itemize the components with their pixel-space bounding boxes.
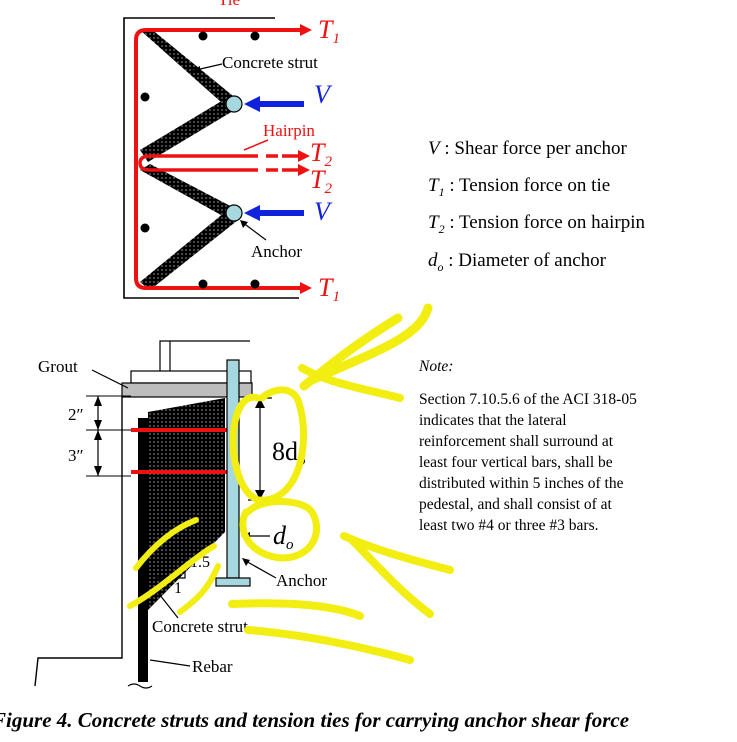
- tie-bar: [134, 28, 300, 290]
- dim-3-label: 3″: [68, 446, 84, 465]
- t1-top-label: T1: [318, 15, 340, 47]
- dim-2-label: 2″: [68, 405, 84, 424]
- note-line: least two #4 or three #3 bars.: [419, 517, 599, 534]
- rebar-label: Rebar: [192, 657, 233, 676]
- bar-dot: [198, 279, 208, 289]
- note-line: distributed within 5 inches of the: [419, 475, 624, 492]
- bar-dot: [140, 92, 150, 102]
- t2-upper-label: T2: [310, 138, 332, 170]
- bar-dot: [250, 279, 260, 289]
- grout-layer: [121, 382, 253, 398]
- anchor-head: [215, 577, 251, 587]
- do-label: do: [273, 521, 294, 553]
- strut-upper-top: [140, 28, 238, 110]
- bar-dot: [140, 223, 150, 233]
- highlighter-annotations: [127, 303, 454, 664]
- t2-lower-arrowhead: [298, 164, 310, 176]
- rebar-bar: [138, 418, 148, 682]
- legend-item-t2: T2 : Tension force on hairpin: [428, 212, 645, 236]
- t1-bottom-label: T1: [318, 273, 340, 305]
- highlight-stroke-7: [244, 626, 414, 664]
- highlight-circle-lower: [239, 498, 320, 562]
- pedestal-outline-bottom: [34, 397, 123, 687]
- highlight-circle-upper: [229, 386, 307, 504]
- highlight-stroke-10: [177, 563, 221, 615]
- note-line: indicates that the lateral: [419, 412, 567, 429]
- top-diagram: Tie T1 Concrete strut V Hairpin T2 T2 V …: [123, 0, 340, 305]
- highlight-stroke-5: [348, 536, 434, 618]
- v-lower-arrowhead: [244, 205, 260, 221]
- legend-item-do: do : Diameter of anchor: [428, 250, 606, 274]
- strut-leader-bottom: [155, 589, 179, 619]
- t1-top-arrowhead: [300, 24, 312, 36]
- strut-upper-bottom: [140, 96, 238, 162]
- v-lower-label: V: [314, 197, 333, 226]
- bottom-strut-fill: [148, 398, 225, 610]
- note-title: Note:: [419, 358, 454, 375]
- highlight-stroke-9: [127, 543, 217, 609]
- figure-caption: Figure 4. Concrete struts and tension ti…: [0, 708, 630, 732]
- anchor-label-bottom: Anchor: [276, 571, 327, 590]
- legend-item-t1: T1 : Tension force on tie: [428, 175, 611, 199]
- strut-lower-top: [140, 164, 238, 220]
- column-stub-outline: [159, 340, 250, 371]
- t1-bottom-arrowhead: [300, 282, 312, 294]
- note-line: least four vertical bars, shall be: [419, 454, 613, 471]
- anchor-lower: [225, 204, 243, 222]
- anchor-leader: [241, 221, 267, 241]
- hairpin-bar: [138, 154, 258, 172]
- strut-label-bottom: Concrete strut: [152, 617, 248, 636]
- note-line: reinforcement shall surround at: [419, 433, 614, 450]
- highlight-stroke-6: [228, 599, 364, 620]
- v-upper-label: V: [314, 80, 333, 109]
- note-body: Section 7.10.5.6 of the ACI 318-05 indic…: [419, 389, 637, 536]
- note-line: pedestal, and shall consist of at: [419, 496, 612, 513]
- anchor-leader-bottom: [243, 559, 277, 579]
- slope-triangle: [155, 546, 186, 579]
- hairpin-label: Hairpin: [263, 121, 315, 140]
- bar-dot: [198, 31, 208, 41]
- break-line: [127, 683, 153, 689]
- hairpin-leader: [243, 139, 269, 151]
- anchor-upper: [225, 95, 243, 113]
- rebar-leader: [149, 659, 191, 667]
- legend-item-v: V : Shear force per anchor: [428, 138, 627, 159]
- strut-label: Concrete strut: [222, 53, 318, 72]
- tie-label: Tie: [218, 0, 240, 9]
- note-line: Section 7.10.5.6 of the ACI 318-05: [419, 391, 637, 408]
- highlight-stroke-3: [298, 364, 404, 402]
- strut-lower-bottom: [140, 208, 238, 290]
- t2-lower-label: T2: [310, 165, 332, 197]
- highlight-stroke-2: [307, 303, 433, 385]
- strut-leader: [195, 63, 223, 71]
- bottom-diagram: Grout 2″ 3″ 8do do 1.5 1 Anchor Concrete…: [34, 340, 327, 689]
- grout-leader: [91, 369, 129, 389]
- v-upper-arrowhead: [244, 96, 260, 112]
- anchor-label-top: Anchor: [251, 242, 302, 261]
- t2-upper-arrowhead: [298, 150, 310, 162]
- grout-label: Grout: [38, 357, 78, 376]
- highlight-stroke-8: [133, 517, 199, 571]
- bar-dot: [250, 31, 260, 41]
- slope-1-label: 1: [174, 580, 182, 597]
- pedestal-outline: [123, 17, 299, 299]
